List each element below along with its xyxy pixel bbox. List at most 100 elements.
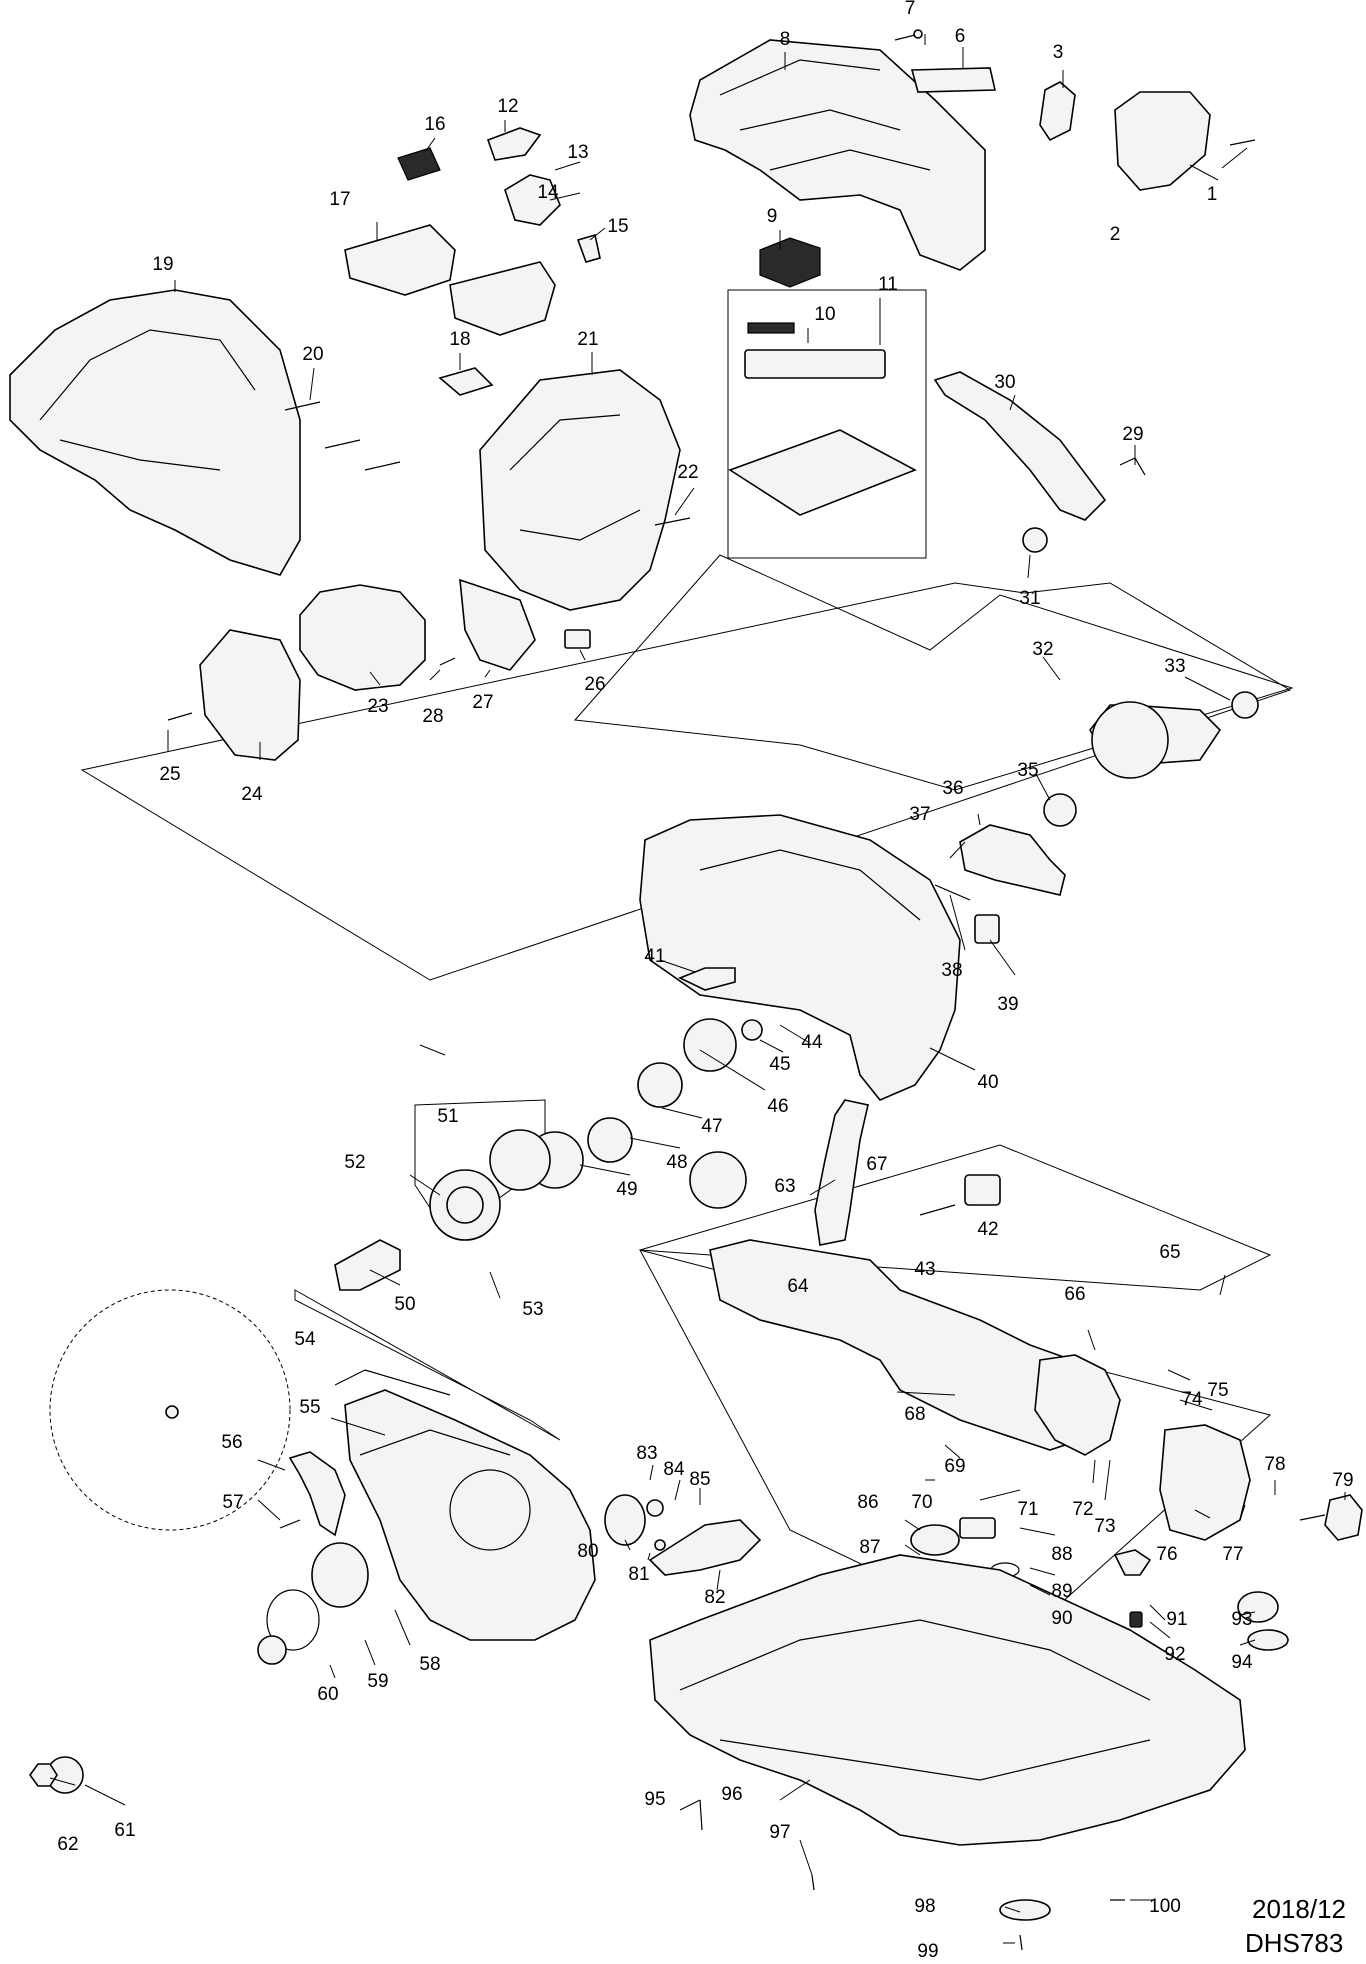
part-label-10: 10 (814, 304, 835, 325)
leader-lines (49, 34, 1346, 1944)
top-assemblies (344, 29, 1256, 516)
gear-assemblies (334, 371, 1259, 1291)
part-label-70: 70 (911, 1492, 932, 1513)
part-label-72: 72 (1072, 1499, 1093, 1520)
part-label-14: 14 (537, 182, 559, 203)
part-label-97: 97 (769, 1822, 790, 1843)
part-label-30: 30 (994, 372, 1015, 393)
part-label-66: 66 (1064, 1284, 1085, 1305)
part-label-100: 100 (1149, 1896, 1181, 1917)
part-label-43: 43 (914, 1259, 935, 1280)
part-label-42: 42 (977, 1219, 998, 1240)
part-label-82: 82 (704, 1587, 725, 1608)
part-label-90: 90 (1051, 1608, 1072, 1629)
part-label-83: 83 (636, 1443, 657, 1464)
part-label-56: 56 (221, 1432, 242, 1453)
part-label-49: 49 (616, 1179, 637, 1200)
part-label-38: 38 (941, 960, 962, 981)
part-label-16: 16 (424, 114, 445, 135)
part-label-99: 99 (917, 1941, 938, 1962)
part-label-76: 76 (1156, 1544, 1177, 1565)
part-label-96: 96 (721, 1784, 742, 1805)
part-label-15: 15 (607, 216, 628, 237)
part-label-67: 67 (866, 1154, 887, 1175)
part-label-51: 51 (437, 1106, 458, 1127)
blade-assemblies (29, 1289, 596, 1794)
part-label-28: 28 (422, 706, 443, 727)
part-label-48: 48 (666, 1152, 687, 1173)
part-label-60: 60 (317, 1684, 338, 1705)
part-label-80: 80 (577, 1541, 598, 1562)
part-label-85: 85 (689, 1469, 710, 1490)
part-label-35: 35 (1017, 760, 1038, 781)
part-label-77: 77 (1222, 1544, 1243, 1565)
part-label-58: 58 (419, 1654, 440, 1675)
part-label-86: 86 (857, 1492, 878, 1513)
part-label-74: 74 (1181, 1389, 1203, 1410)
part-label-2: 2 (1110, 224, 1121, 245)
part-label-13: 13 (567, 142, 588, 163)
part-label-95: 95 (644, 1789, 665, 1810)
part-label-88: 88 (1051, 1544, 1072, 1565)
part-label-33: 33 (1164, 656, 1185, 677)
part-label-17: 17 (329, 189, 350, 210)
part-label-40: 40 (977, 1072, 998, 1093)
part-label-12: 12 (497, 96, 518, 117)
part-label-46: 46 (767, 1096, 788, 1117)
part-label-57: 57 (222, 1492, 243, 1513)
part-label-92: 92 (1164, 1644, 1185, 1665)
part-label-62: 62 (57, 1834, 78, 1855)
part-label-7: 7 (905, 0, 916, 19)
part-label-3: 3 (1053, 42, 1064, 63)
part-label-32: 32 (1032, 639, 1053, 660)
part-label-78: 78 (1264, 1454, 1285, 1475)
part-label-81: 81 (628, 1564, 649, 1585)
part-label-79: 79 (1332, 1470, 1353, 1491)
part-label-20: 20 (302, 344, 323, 365)
part-label-41: 41 (644, 946, 665, 967)
part-label-18: 18 (449, 329, 470, 350)
part-label-37: 37 (909, 804, 930, 825)
part-label-24: 24 (241, 784, 263, 805)
part-label-75: 75 (1207, 1380, 1228, 1401)
part-label-11: 11 (878, 274, 898, 295)
part-label-84: 84 (663, 1459, 685, 1480)
part-label-53: 53 (522, 1299, 543, 1320)
part-label-44: 44 (801, 1032, 823, 1053)
part-label-68: 68 (904, 1404, 925, 1425)
part-label-98: 98 (914, 1896, 935, 1917)
part-number-labels: 1236789101112131415161718192021222324252… (57, 0, 1353, 1962)
part-label-63: 63 (774, 1176, 795, 1197)
part-label-22: 22 (677, 462, 698, 483)
part-label-39: 39 (997, 994, 1018, 1015)
diagram-date: 2018/12 (1252, 1894, 1346, 1924)
base-assemblies (604, 1099, 1363, 1951)
part-label-59: 59 (367, 1671, 388, 1692)
part-label-21: 21 (577, 329, 598, 350)
part-label-31: 31 (1019, 588, 1040, 609)
model-number: DHS783 (1245, 1928, 1343, 1958)
part-label-29: 29 (1122, 424, 1143, 445)
part-label-73: 73 (1094, 1516, 1115, 1537)
motor-assemblies (9, 289, 691, 761)
part-label-45: 45 (769, 1054, 790, 1075)
part-label-69: 69 (944, 1456, 965, 1477)
part-label-19: 19 (152, 254, 173, 275)
part-label-91: 91 (1166, 1609, 1187, 1630)
part-label-9: 9 (767, 206, 778, 227)
part-label-64: 64 (787, 1276, 809, 1297)
part-label-87: 87 (859, 1537, 880, 1558)
part-label-47: 47 (701, 1116, 722, 1137)
part-label-50: 50 (394, 1294, 415, 1315)
part-label-89: 89 (1051, 1581, 1072, 1602)
part-label-8: 8 (780, 29, 791, 50)
part-label-6: 6 (955, 26, 966, 47)
part-label-65: 65 (1159, 1242, 1180, 1263)
part-label-61: 61 (114, 1820, 135, 1841)
part-label-27: 27 (472, 692, 493, 713)
part-label-26: 26 (584, 674, 605, 695)
part-label-36: 36 (942, 778, 963, 799)
part-label-23: 23 (367, 696, 388, 717)
part-label-71: 71 (1017, 1499, 1038, 1520)
